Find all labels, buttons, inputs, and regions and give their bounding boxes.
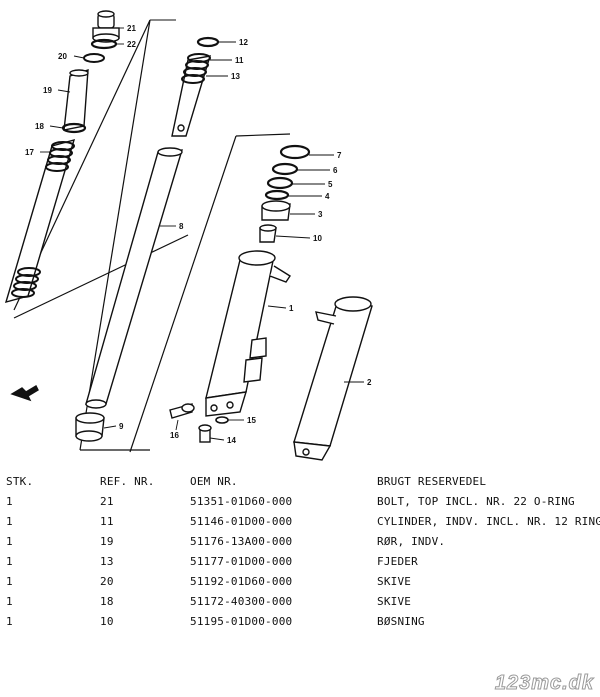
- callout-5: 5: [328, 180, 333, 189]
- part-19-inner-tube: [63, 69, 89, 131]
- part-10-bushing: [259, 224, 277, 243]
- part-21-top-bolt: [92, 10, 120, 43]
- table-row: 1 21 51351-01D60-000 BOLT, TOP INCL. NR.…: [6, 492, 596, 512]
- part-17-spring: [4, 138, 76, 304]
- part-14-bolt: [198, 424, 212, 443]
- callout-19: 19: [43, 86, 52, 95]
- table-row: 1 19 51176-13A00-000 RØR, INDV.: [6, 532, 596, 552]
- part-8-fork-tube: [85, 147, 183, 409]
- callout-17: 17: [25, 148, 34, 157]
- row-oem-number: 51172-40300-000: [190, 595, 293, 608]
- row-quantity: 1: [6, 575, 13, 588]
- row-quantity: 1: [6, 595, 13, 608]
- callout-7: 7: [337, 151, 342, 160]
- callout-15: 15: [247, 416, 256, 425]
- callout-13: 13: [231, 72, 240, 81]
- callout-12: 12: [239, 38, 248, 47]
- row-description: CYLINDER, INDV. INCL. NR. 12 RING: [377, 515, 600, 528]
- callout-18: 18: [35, 122, 44, 131]
- table-row: 1 10 51195-01D00-000 BØSNING: [6, 612, 596, 632]
- row-ref-number: 10: [100, 615, 114, 628]
- row-ref-number: 21: [100, 495, 114, 508]
- row-oem-number: 51195-01D00-000: [190, 615, 293, 628]
- callout-11: 11: [235, 56, 244, 65]
- row-ref-number: 19: [100, 535, 114, 548]
- part-9-bushing: [75, 412, 105, 442]
- header-ref-number: REF. NR.: [100, 475, 155, 488]
- row-quantity: 1: [6, 555, 13, 568]
- table-row: 1 13 51177-01D00-000 FJEDER: [6, 552, 596, 572]
- callout-2: 2: [367, 378, 372, 387]
- part-3-seal: [261, 200, 291, 221]
- callout-4: 4: [325, 192, 330, 201]
- callout-10: 10: [313, 234, 322, 243]
- parts-list-header: STK. REF. NR. OEM NR. BRUGT RESERVEDEL: [6, 472, 596, 492]
- row-quantity: 1: [6, 515, 13, 528]
- callout-16: 16: [170, 431, 179, 440]
- table-row: 1 18 51172-40300-000 SKIVE: [6, 592, 596, 612]
- row-quantity: 1: [6, 495, 13, 508]
- callout-20: 20: [58, 52, 67, 61]
- row-ref-number: 18: [100, 595, 114, 608]
- row-description: BØSNING: [377, 615, 425, 628]
- callout-9: 9: [119, 422, 124, 431]
- row-quantity: 1: [6, 535, 13, 548]
- part-16-bolt: [169, 403, 195, 419]
- watermark-logo: 123mc.dk: [494, 672, 594, 695]
- row-description: SKIVE: [377, 575, 412, 588]
- row-oem-number: 51177-01D00-000: [190, 555, 293, 568]
- row-description: RØR, INDV.: [377, 535, 446, 548]
- exploded-parts-diagram: 21 22 20 19 18 17 12 11 13 8 7 6 5 4 3 1…: [4, 10, 373, 461]
- row-description: BOLT, TOP INCL. NR. 22 O-RING: [377, 495, 575, 508]
- part-2-outer-tube: [293, 296, 373, 461]
- row-quantity: 1: [6, 615, 13, 628]
- callout-21: 21: [127, 24, 136, 33]
- table-row: 1 20 51192-01D60-000 SKIVE: [6, 572, 596, 592]
- header-quantity: STK.: [6, 475, 34, 488]
- callout-22: 22: [127, 40, 136, 49]
- row-ref-number: 20: [100, 575, 114, 588]
- row-ref-number: 11: [100, 515, 114, 528]
- header-oem-number: OEM NR.: [190, 475, 238, 488]
- row-ref-number: 13: [100, 555, 114, 568]
- parts-list: STK. REF. NR. OEM NR. BRUGT RESERVEDEL 1…: [6, 472, 600, 632]
- row-oem-number: 51176-13A00-000: [190, 535, 293, 548]
- callout-3: 3: [318, 210, 323, 219]
- row-description: FJEDER: [377, 555, 418, 568]
- row-description: SKIVE: [377, 595, 412, 608]
- row-oem-number: 51146-01D00-000: [190, 515, 293, 528]
- callout-14: 14: [227, 436, 236, 445]
- table-row: 1 11 51146-01D00-000 CYLINDER, INDV. INC…: [6, 512, 600, 532]
- row-oem-number: 51351-01D60-000: [190, 495, 293, 508]
- part-1-outer-tube: [205, 250, 291, 417]
- header-part-description: BRUGT RESERVEDEL: [377, 475, 487, 488]
- callout-8: 8: [179, 222, 184, 231]
- row-oem-number: 51192-01D60-000: [190, 575, 293, 588]
- callout-6: 6: [333, 166, 338, 175]
- callout-1: 1: [289, 304, 294, 313]
- part-11-cylinder: [171, 53, 211, 137]
